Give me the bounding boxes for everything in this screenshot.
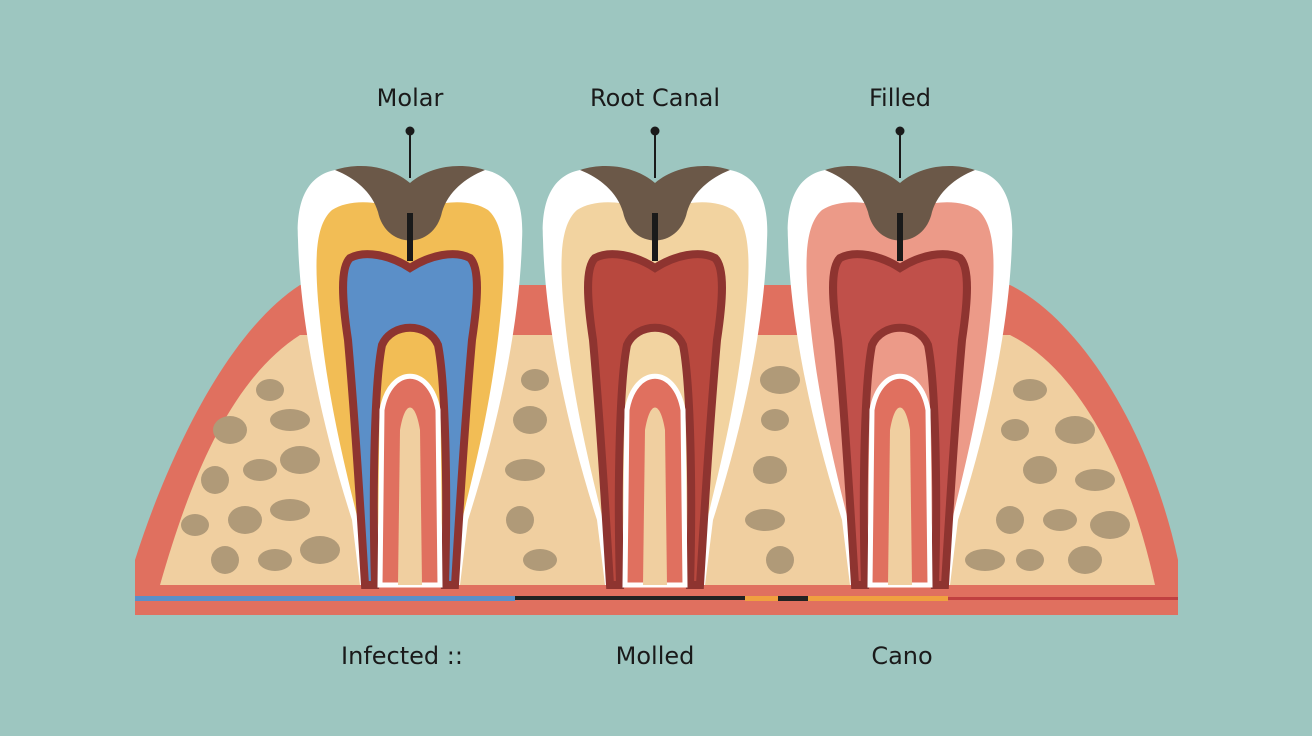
bone-spot — [181, 514, 209, 536]
bone-spot — [1090, 511, 1130, 539]
bone-spot — [270, 409, 310, 431]
tooth-root-canal — [542, 126, 768, 589]
root-gap-bone — [888, 407, 912, 585]
label-molled: Molled — [615, 642, 695, 670]
tooth-filled — [787, 126, 1013, 589]
bone-spot — [1043, 509, 1077, 531]
bone-spot — [1075, 469, 1115, 491]
crown-marker — [652, 213, 658, 261]
bone-spot — [1001, 419, 1029, 441]
bone-spot — [228, 506, 262, 534]
bone-spot — [201, 466, 229, 494]
label-root-canal: Root Canal — [589, 84, 721, 112]
bone-spot — [996, 506, 1024, 534]
pulp — [584, 250, 726, 589]
bone-spot — [753, 456, 787, 484]
bone-spot — [760, 366, 800, 394]
pulp — [339, 250, 481, 589]
pulp — [829, 250, 971, 589]
label-filled: Filled — [868, 84, 932, 112]
bone-spot — [300, 536, 340, 564]
bone-spot — [243, 459, 277, 481]
baseline — [135, 596, 1178, 601]
bone-spot — [745, 509, 785, 531]
bone-spot — [270, 499, 310, 521]
bone-spot — [1068, 546, 1102, 574]
bone-spot — [766, 546, 794, 574]
label-cano: Cano — [871, 642, 933, 670]
bone-spot — [213, 416, 247, 444]
crown-marker — [407, 213, 413, 261]
bone-spot — [1016, 549, 1044, 571]
bone-spot — [521, 369, 549, 391]
tooth-molar — [297, 126, 523, 589]
bone-spot — [505, 459, 545, 481]
root-gap-bone — [643, 407, 667, 585]
bone-spot — [513, 406, 547, 434]
pointer-dot — [405, 126, 415, 136]
bone-spot — [506, 506, 534, 534]
crown-cap — [580, 166, 730, 241]
root-gap-bone — [398, 407, 422, 585]
bone-spot — [256, 379, 284, 401]
bone-spot — [280, 446, 320, 474]
bone-spot — [1055, 416, 1095, 444]
label-infected: Infected :: — [341, 642, 463, 670]
bone-spot — [761, 409, 789, 431]
bone-spot — [1013, 379, 1047, 401]
crown-marker — [897, 213, 903, 261]
bone-spot — [258, 549, 292, 571]
label-molar: Molar — [376, 84, 444, 112]
bone-spot — [965, 549, 1005, 571]
bone-spot — [211, 546, 239, 574]
crown-cap — [335, 166, 485, 241]
crown-cap — [825, 166, 975, 241]
bone-spot — [1023, 456, 1057, 484]
pointer-dot — [650, 126, 660, 136]
bone-spot — [523, 549, 557, 571]
pointer-dot — [895, 126, 905, 136]
